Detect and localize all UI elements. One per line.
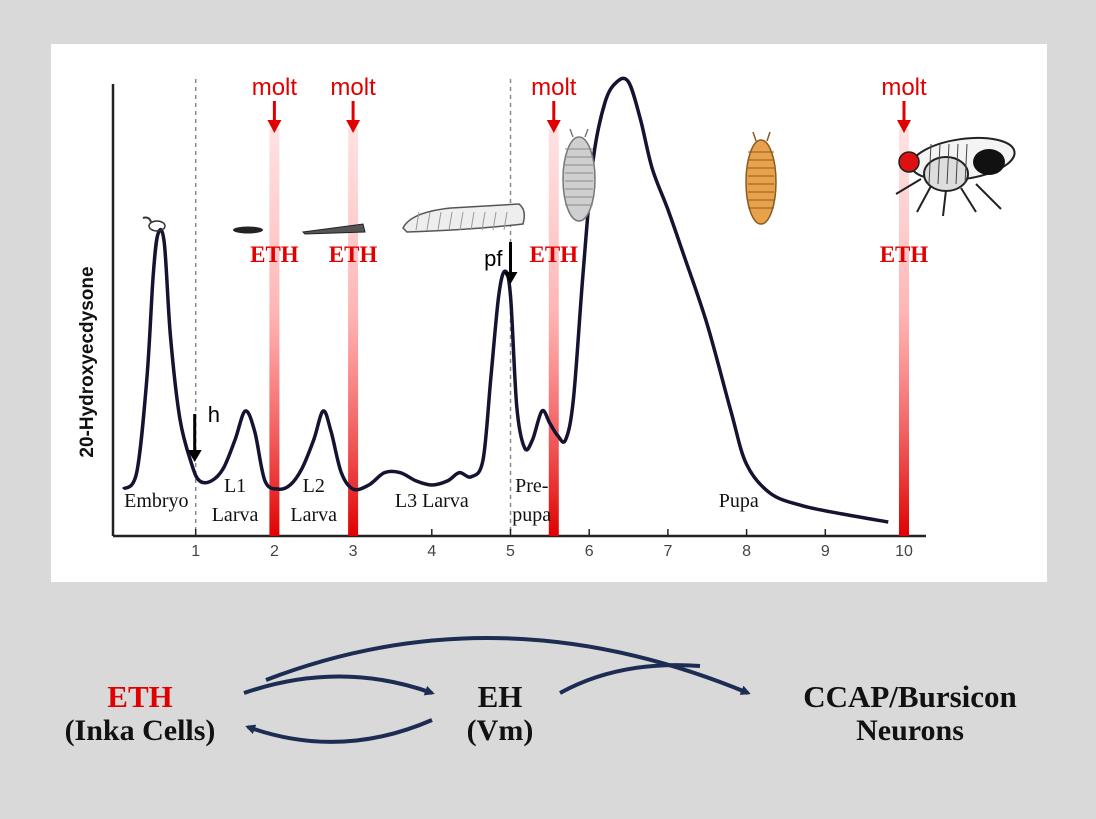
x-tick-label-5: 5 (506, 543, 515, 560)
y-axis-label: 20-Hydroxyecdysone (77, 266, 98, 457)
arrow-eh-to-eth (245, 718, 433, 744)
molt-bar-2 (348, 129, 359, 536)
marker-arrow-head-h (187, 450, 202, 462)
molt-label-1: molt (252, 74, 298, 101)
marker-arrow-head-pf (503, 272, 518, 284)
stage-label-4-line-1: L3 Larva (395, 490, 469, 512)
molt-bar-1 (269, 129, 280, 536)
eh-node-title: EH (477, 679, 523, 714)
molt-bar-3 (548, 129, 559, 536)
stage-label-2-line-1: L1 (224, 475, 246, 497)
x-tick-label-3: 3 (349, 543, 358, 560)
l3-larva-illustration (402, 203, 526, 233)
prepupa-illustration (562, 128, 596, 222)
marker-label-h: h (208, 402, 220, 427)
eth-node-subtitle: (Inka Cells) (64, 714, 216, 747)
eth-label-1: ETH (250, 242, 299, 267)
eh-node-subtitle: (Vm) (466, 714, 534, 747)
eh-node: EH (Vm) (440, 680, 560, 748)
pupa-illustration (745, 131, 777, 225)
eth-label-4: ETH (880, 242, 929, 267)
molt-label-4: molt (881, 74, 927, 101)
stage-label-2-line-2: Larva (212, 504, 259, 526)
eth-node: ETH (Inka Cells) (40, 680, 240, 748)
ecdysone-curve (121, 76, 889, 524)
stage-label-5-line-2: pupa (512, 504, 551, 526)
embryo-illustration (142, 216, 166, 232)
molt-arrow-head-3 (546, 120, 561, 133)
ccap-node: CCAP/Bursicon Neurons (760, 680, 1060, 748)
molt-bar-4 (899, 129, 909, 536)
adult-fly-illustration (895, 136, 1016, 217)
l2-larva-illustration (301, 223, 366, 235)
x-tick-label-9: 9 (821, 543, 830, 560)
x-tick-label-8: 8 (742, 543, 751, 560)
eth-node-title: ETH (107, 679, 173, 714)
eth-label-2: ETH (329, 242, 378, 267)
arrow-eh-to-ccap (559, 663, 701, 695)
x-tick-label-2: 2 (270, 543, 279, 560)
molt-arrow-head-4 (897, 120, 911, 133)
ccap-node-subtitle: Neurons (856, 714, 964, 747)
pathway-diagram: ETH (Inka Cells) EH (Vm) CCAP/Bursicon N… (0, 600, 1096, 819)
x-tick-label-6: 6 (585, 543, 594, 560)
marker-label-pf: pf (484, 246, 503, 271)
molt-arrow-head-1 (267, 120, 282, 133)
x-tick-label-7: 7 (663, 543, 672, 560)
stage-label-3-line-1: L2 (303, 475, 325, 497)
molt-label-2: molt (330, 74, 376, 101)
eth-label-3: ETH (529, 242, 578, 267)
stage-label-5-line-1: Pre- (515, 475, 548, 497)
stage-label-6-line-1: Pupa (719, 490, 759, 512)
molt-arrow-head-2 (346, 120, 361, 133)
pathway-arrows (243, 636, 751, 744)
ccap-node-title: CCAP/Bursicon (803, 679, 1017, 714)
stage-label-1-line-1: Embryo (124, 490, 188, 512)
molt-label-3: molt (531, 74, 577, 101)
arrow-eth-to-eh (243, 674, 435, 696)
x-tick-label-10: 10 (895, 543, 913, 560)
x-tick-label-4: 4 (427, 543, 436, 560)
arrow-eth-to-ccap (265, 636, 751, 695)
l1-larva-illustration (233, 226, 263, 234)
stage-label-3-line-2: Larva (290, 504, 337, 526)
x-tick-label-1: 1 (191, 543, 200, 560)
